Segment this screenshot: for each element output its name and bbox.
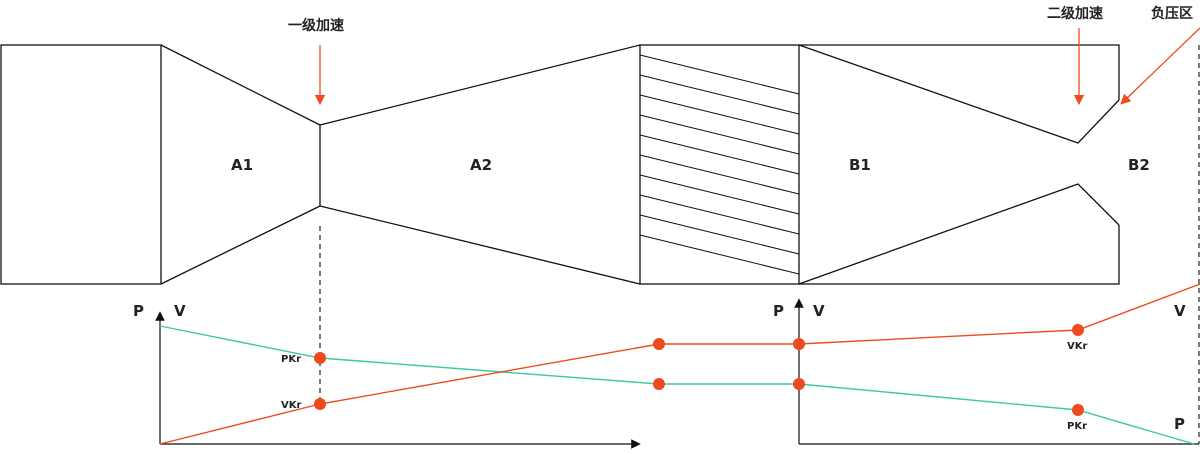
b1-upper-wall [798, 44, 1120, 144]
right-v-end-label: V [1174, 302, 1186, 320]
apparatus-outline [0, 44, 1120, 285]
left-pkr-label: PKr [281, 354, 301, 365]
point-throat1-velocity [314, 398, 326, 410]
stage2-accel-label: 二级加速 [1047, 5, 1103, 22]
b1-lower-wall [798, 183, 1120, 285]
b-outer-bottom [799, 225, 1120, 285]
right-v-axis-label: V [813, 302, 825, 320]
inlet-chamber [0, 44, 162, 285]
section-label-b2: B2 [1128, 156, 1150, 174]
right-graph-axes [794, 298, 1199, 445]
right-p-end-label: P [1174, 415, 1185, 433]
left-p-axis-label: P [133, 302, 144, 320]
right-pkr-label: PKr [1067, 421, 1087, 432]
section-label-a1: A1 [231, 156, 253, 174]
right-p-axis-label: P [773, 302, 784, 320]
point-a2-end-pressure [653, 378, 665, 390]
section-label-a2: A2 [470, 156, 492, 174]
point-b1-start-velocity [793, 338, 805, 350]
point-throat2-pressure [1072, 404, 1084, 416]
right-vkr-label: VKr [1067, 341, 1087, 352]
point-throat2-velocity [1072, 324, 1084, 336]
pressure-curve [159, 325, 1195, 445]
left-v-axis-label: V [174, 302, 186, 320]
negative-pressure-arrow [1120, 27, 1200, 105]
b-outer-frame [799, 44, 1120, 100]
a1-lower-wall [160, 205, 321, 285]
hatched-block [639, 44, 800, 285]
left-graph-axes [155, 311, 641, 449]
a2-upper-wall [319, 44, 641, 126]
negative-pressure-label: 负压区 [1151, 5, 1193, 22]
left-vkr-label: VKr [281, 400, 301, 411]
a1-upper-wall [160, 44, 321, 126]
point-b1-start-pressure [793, 378, 805, 390]
stage1-accel-label: 一级加速 [288, 17, 344, 34]
point-throat1-pressure [314, 352, 326, 364]
point-a2-end-velocity [653, 338, 665, 350]
hatch-lines [639, 54, 800, 275]
velocity-curve [159, 283, 1200, 445]
section-label-b1: B1 [849, 156, 871, 174]
a2-lower-wall [319, 205, 641, 285]
